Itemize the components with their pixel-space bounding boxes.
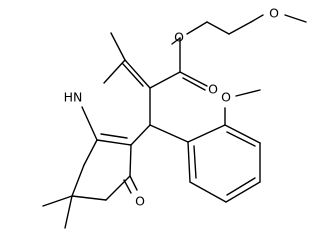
bond xyxy=(171,37,181,45)
methoxyethyl-chain xyxy=(186,14,307,35)
bond xyxy=(225,181,261,203)
bond xyxy=(226,177,256,196)
bond xyxy=(129,175,138,191)
ketone-oxygen-label: O xyxy=(135,194,145,209)
ester-carbonyl-oxygen-label: O xyxy=(208,82,218,97)
bond xyxy=(83,139,98,166)
bond xyxy=(71,164,85,197)
bond xyxy=(186,21,208,35)
bond xyxy=(124,59,151,89)
bond xyxy=(284,14,307,23)
bond xyxy=(187,141,191,183)
bond xyxy=(81,106,98,141)
ether-oxygen-label: O xyxy=(269,6,279,21)
bond xyxy=(110,32,126,61)
ester-oxygen-label: O xyxy=(174,30,184,45)
ester-group xyxy=(149,37,208,91)
bond xyxy=(100,133,128,139)
cyclohexenone-ring xyxy=(42,139,138,229)
nh-label: HN xyxy=(64,90,83,105)
dihydropyridine-ring xyxy=(81,32,151,146)
bond xyxy=(228,21,252,35)
bond xyxy=(226,131,256,147)
bond xyxy=(71,195,107,201)
bond xyxy=(149,124,189,143)
bond xyxy=(193,145,197,179)
bond xyxy=(189,181,227,203)
bond xyxy=(103,59,126,84)
methoxyphenyl-ring xyxy=(149,89,261,203)
bond xyxy=(250,14,264,23)
bond xyxy=(235,89,261,97)
bond xyxy=(187,124,226,143)
bond xyxy=(123,179,132,194)
bond xyxy=(206,21,230,35)
bond xyxy=(64,195,73,229)
bond xyxy=(224,124,261,144)
bond xyxy=(42,195,73,207)
bond xyxy=(129,144,132,177)
bond xyxy=(96,139,132,146)
bond xyxy=(122,63,144,87)
bond xyxy=(182,77,206,91)
bond xyxy=(105,175,131,201)
bond xyxy=(149,71,181,89)
bond xyxy=(179,71,208,87)
anisole-oxygen-label: O xyxy=(221,90,231,105)
bond xyxy=(130,124,151,146)
